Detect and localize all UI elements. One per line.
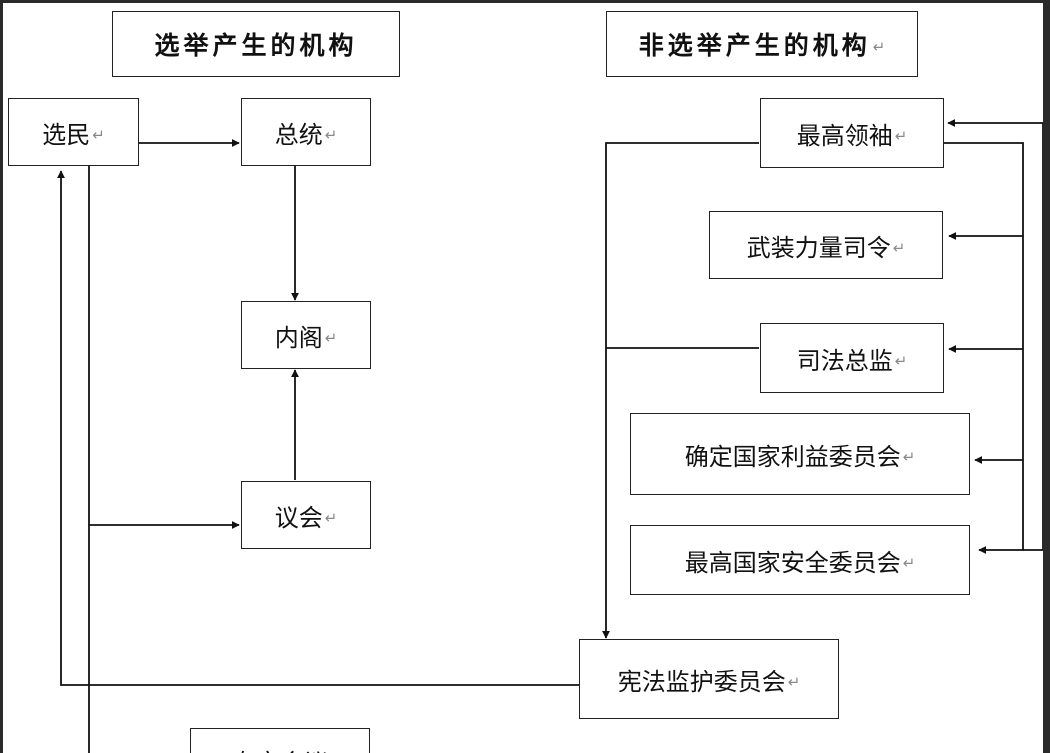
- paragraph-mark: ↵: [892, 239, 906, 257]
- header-non-elected: 非选举产生的机构↵: [606, 11, 918, 77]
- header-non-elected-label: 非选举产生的机构: [638, 31, 871, 60]
- paragraph-mark: ↵: [894, 352, 908, 370]
- paragraph-mark: ↵: [324, 126, 338, 144]
- paragraph-mark: ↵: [872, 38, 886, 56]
- node-expediency-council: 确定国家利益委员会↵: [630, 413, 970, 495]
- node-national-security-council: 最高国家安全委员会↵: [630, 525, 970, 595]
- node-assembly-of-experts-partial: 专家会议: [190, 728, 370, 753]
- paragraph-mark: ↵: [324, 509, 338, 527]
- node-cabinet-label: 内阁: [274, 323, 323, 352]
- node-president-label: 总统: [274, 120, 323, 149]
- edge-leader-guardian: [602, 142, 759, 639]
- node-cabinet: 内阁↵: [241, 301, 371, 369]
- node-armed-forces-commander-label: 武装力量司令: [746, 233, 891, 262]
- header-elected-label: 选举产生的机构: [154, 31, 358, 60]
- paragraph-mark: ↵: [787, 673, 801, 691]
- connector-lines: [57, 119, 1043, 753]
- node-guardian-council-label: 宪法监护委员会: [617, 667, 786, 696]
- paragraph-mark: ↵: [902, 448, 916, 466]
- paragraph-mark: ↵: [894, 127, 908, 145]
- node-voters-label: 选民: [42, 120, 91, 149]
- edge-leader-bus: [944, 142, 1024, 554]
- node-national-security-council-label: 最高国家安全委员会: [684, 548, 901, 577]
- node-parliament-label: 议会: [274, 503, 323, 532]
- node-voters: 选民↵: [8, 98, 139, 166]
- node-president: 总统↵: [241, 98, 371, 166]
- node-supreme-leader-label: 最高领袖: [796, 121, 893, 150]
- node-judiciary-chief-label: 司法总监: [796, 346, 893, 375]
- node-expediency-council-label: 确定国家利益委员会: [684, 442, 901, 471]
- header-elected: 选举产生的机构: [112, 11, 400, 77]
- edge-guardian-voters: [57, 170, 579, 686]
- node-judiciary-chief: 司法总监↵: [760, 323, 944, 393]
- diagram-canvas: 选举产生的机构 非选举产生的机构↵ 选民↵ 总统↵ 内阁↵ 议会↵ 最高领袖↵ …: [3, 3, 1043, 753]
- node-assembly-of-experts-label: 专家会议: [232, 743, 328, 753]
- paragraph-mark: ↵: [902, 554, 916, 572]
- node-armed-forces-commander: 武装力量司令↵: [709, 211, 943, 279]
- edge-bus-leader: [947, 119, 1043, 551]
- node-parliament: 议会↵: [241, 481, 371, 549]
- node-supreme-leader: 最高领袖↵: [760, 98, 944, 168]
- paragraph-mark: ↵: [324, 329, 338, 347]
- node-guardian-council: 宪法监护委员会↵: [579, 639, 839, 719]
- paragraph-mark: ↵: [92, 126, 105, 144]
